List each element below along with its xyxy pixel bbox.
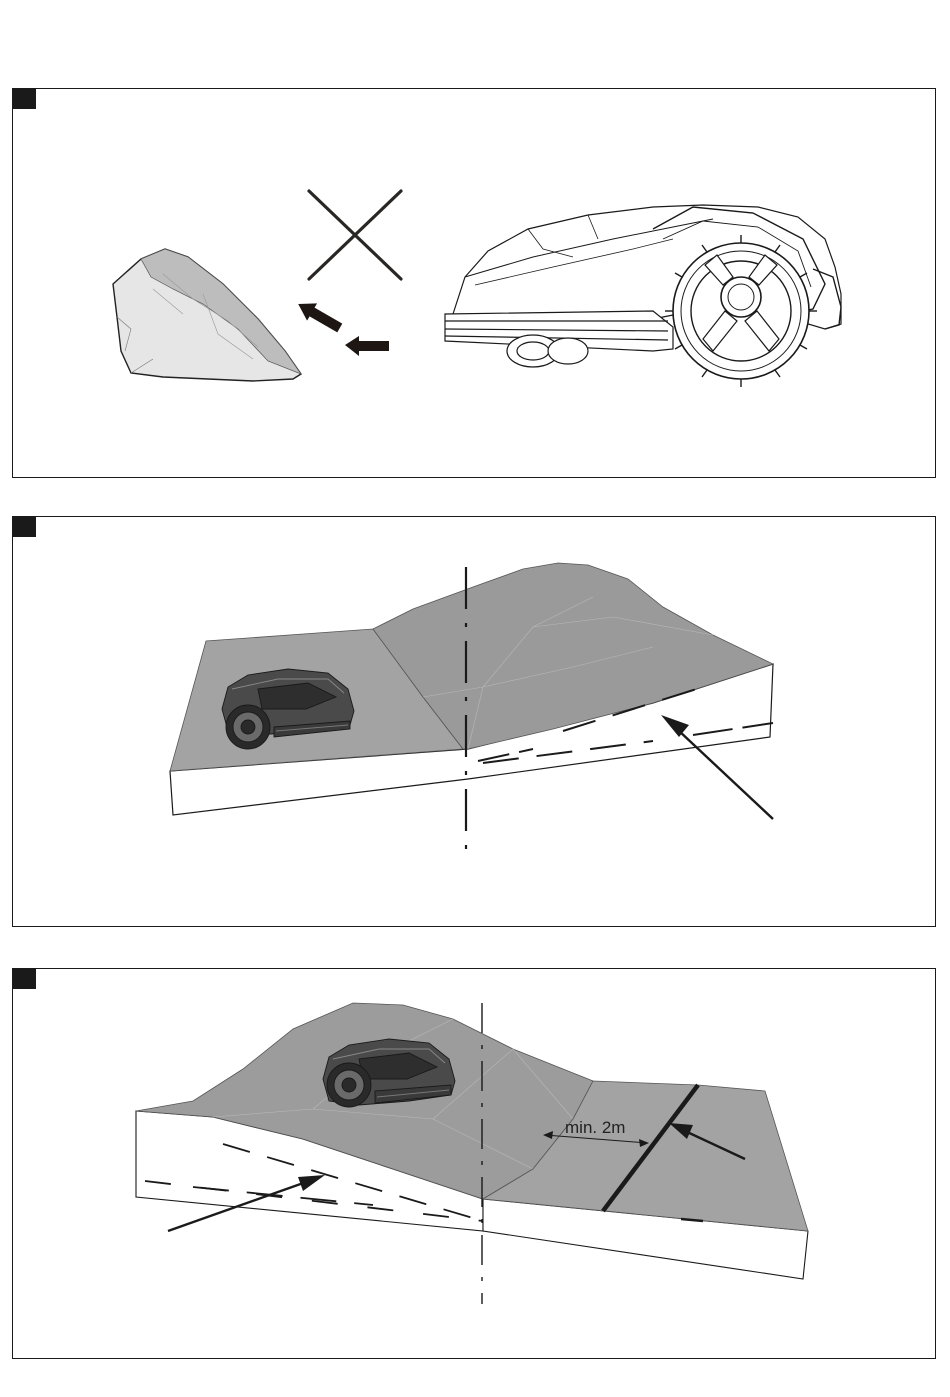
panel-min-distance: min. 2m	[12, 968, 936, 1359]
distance-illustration: min. 2m	[13, 969, 937, 1360]
obstacle-illustration	[13, 89, 937, 479]
arrow-left-icon	[345, 336, 389, 356]
slope-illustration	[13, 517, 937, 928]
robot-mower-icon	[445, 205, 841, 387]
arrow-up-left-icon	[293, 295, 345, 336]
distance-label: min. 2m	[565, 1118, 625, 1137]
direction-arrows	[293, 295, 389, 356]
robot-mower-icon	[323, 1039, 455, 1107]
panel-obstacle-warning	[12, 88, 936, 478]
panel-slope-wire	[12, 516, 936, 927]
rock-icon	[113, 249, 301, 381]
prohibited-cross-icon	[309, 191, 401, 279]
